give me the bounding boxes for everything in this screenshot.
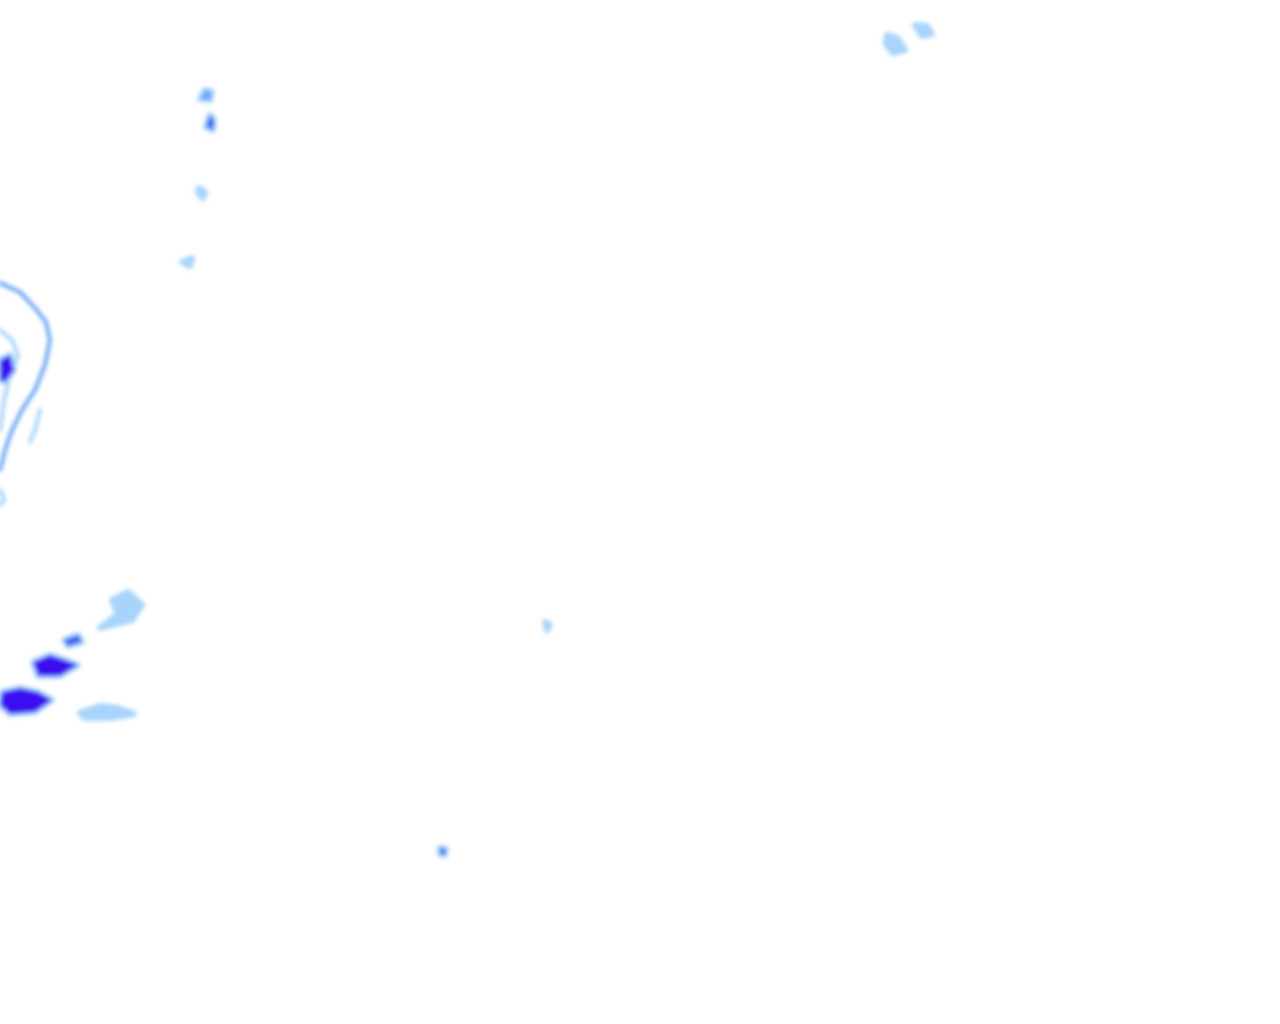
precip-cell: [886, 35, 905, 53]
precip-cell: [200, 90, 212, 100]
precip-band: [0, 488, 7, 507]
precip-cell: [182, 258, 192, 266]
precip-cell: [545, 622, 550, 630]
precip-cell: [33, 655, 78, 676]
precip-cell: [440, 848, 446, 855]
precip-cell: [80, 706, 134, 718]
precip-cell: [198, 188, 205, 198]
precip-band: [0, 281, 53, 472]
precip-cell: [206, 115, 214, 130]
precip-cell: [915, 25, 932, 36]
precip-cell: [0, 355, 14, 382]
precip-cell: [0, 688, 52, 714]
precip-cell: [100, 592, 142, 628]
precip-band: [28, 408, 42, 444]
precip-cell: [64, 635, 82, 646]
radar-echoes: [0, 22, 935, 858]
